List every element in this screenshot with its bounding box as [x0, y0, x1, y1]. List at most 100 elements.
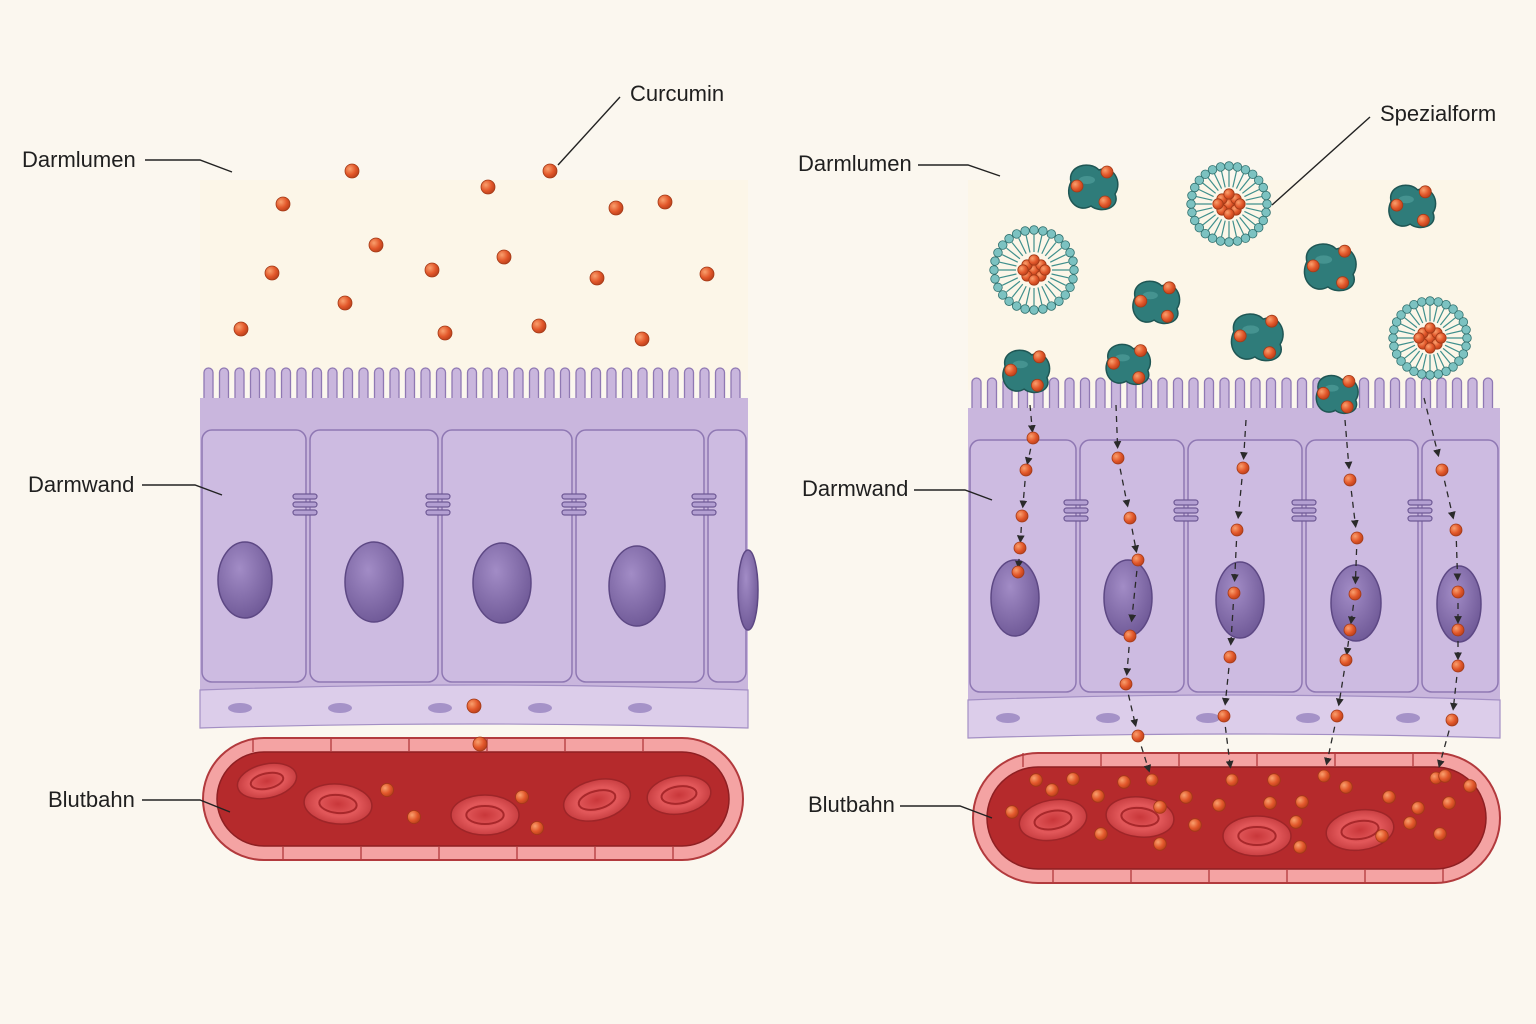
right-leader-blood: [900, 805, 993, 819]
absorption-pathway: [1317, 419, 1364, 783]
curcumin-molecule: [1442, 796, 1456, 810]
curcumin-molecule: [472, 736, 488, 752]
curcumin-molecule: [1005, 805, 1019, 819]
red-blood-cell: [303, 783, 373, 825]
curcumin-molecule: [1212, 198, 1224, 210]
membrane-nucleus: [996, 713, 1020, 723]
curcumin-molecule: [264, 265, 280, 281]
curcumin-molecule: [589, 270, 605, 286]
curcumin-molecule: [1134, 294, 1148, 308]
tight-junction: [691, 493, 717, 516]
curcumin-molecule: [1306, 259, 1320, 273]
curcumin-molecule: [368, 237, 384, 253]
curcumin-molecule: [1161, 309, 1174, 323]
curcumin-molecule: [337, 295, 353, 311]
curcumin-molecule: [634, 331, 650, 347]
nucleus: [344, 541, 404, 623]
curcumin-molecule: [1343, 473, 1357, 487]
curcumin-molecule: [1212, 798, 1226, 812]
curcumin-molecule: [344, 163, 360, 179]
membrane-nucleus: [428, 703, 452, 713]
micelle: [1388, 296, 1472, 380]
curcumin-molecule: [1070, 179, 1084, 193]
carrier-complex: [1315, 374, 1359, 414]
curcumin-molecule: [1223, 650, 1237, 664]
curcumin-molecule: [1107, 356, 1120, 370]
absorption-pathway: [1217, 419, 1250, 787]
curcumin-molecule: [1179, 790, 1193, 804]
curcumin-molecule: [1026, 431, 1040, 445]
curcumin-molecule: [1343, 623, 1357, 637]
curcumin-molecule: [1350, 531, 1364, 545]
curcumin-molecule: [530, 821, 544, 835]
curcumin-molecule: [466, 698, 482, 714]
curcumin-molecule: [1338, 244, 1352, 258]
micelle: [1186, 161, 1272, 247]
curcumin-molecule: [1234, 198, 1246, 210]
right-leader-spezialform: [1271, 116, 1371, 206]
curcumin-molecule: [1317, 386, 1330, 400]
curcumin-molecule: [1100, 165, 1114, 179]
right-label-wall: Darmwand: [802, 476, 908, 501]
curcumin-molecule: [1348, 587, 1362, 601]
curcumin-molecule: [1111, 451, 1125, 465]
curcumin-molecule: [275, 196, 291, 212]
tight-junction: [1173, 499, 1199, 522]
curcumin-molecule: [1145, 773, 1159, 787]
curcumin-molecule: [1236, 461, 1250, 475]
curcumin-molecule: [1339, 780, 1353, 794]
curcumin-molecule: [1433, 827, 1447, 841]
nucleus: [608, 545, 666, 627]
right-leader-lumen: [918, 164, 1001, 177]
curcumin-molecule: [1039, 264, 1051, 276]
left-label-wall: Darmwand: [28, 472, 134, 497]
membrane-nucleus: [1396, 713, 1420, 723]
curcumin-molecule: [1013, 541, 1027, 555]
curcumin-molecule: [657, 194, 673, 210]
membrane-nucleus: [1096, 713, 1120, 723]
curcumin-molecule: [1011, 565, 1025, 579]
curcumin-molecule: [1382, 790, 1396, 804]
curcumin-molecule: [531, 318, 547, 334]
curcumin-molecule: [1045, 783, 1059, 797]
tight-junction: [1063, 499, 1089, 522]
membrane-nucleus: [1196, 713, 1220, 723]
absorption-pathway: [1423, 397, 1465, 785]
carrier-complex: [1105, 343, 1152, 386]
red-blood-cell: [562, 778, 632, 822]
curcumin-molecule: [1375, 829, 1389, 843]
curcumin-molecule: [1162, 281, 1176, 295]
curcumin-molecule: [1188, 818, 1202, 832]
curcumin-molecule: [1403, 816, 1417, 830]
curcumin-molecule: [515, 790, 529, 804]
curcumin-molecule: [480, 179, 496, 195]
nucleus: [1215, 561, 1265, 639]
curcumin-molecule: [1445, 713, 1459, 727]
curcumin-molecule: [437, 325, 453, 341]
curcumin-molecule: [1153, 800, 1167, 814]
absorption-pathway: [1011, 404, 1040, 579]
curcumin-molecule: [1289, 815, 1303, 829]
nucleus: [472, 542, 532, 624]
curcumin-molecule: [1031, 378, 1044, 392]
curcumin-molecule: [1340, 400, 1354, 414]
left-leader-curcumin: [557, 96, 621, 166]
curcumin-molecule: [1317, 769, 1331, 783]
curcumin-molecule: [1435, 332, 1447, 344]
curcumin-molecule: [1225, 773, 1239, 787]
curcumin-molecule: [380, 783, 394, 797]
curcumin-molecule: [1390, 198, 1404, 212]
curcumin-molecule: [1217, 709, 1231, 723]
red-blood-cell: [236, 762, 298, 800]
membrane-nucleus: [328, 703, 352, 713]
curcumin-molecule: [1019, 463, 1033, 477]
curcumin-molecule: [699, 266, 715, 282]
curcumin-molecule: [496, 249, 512, 265]
left-label-curcumin: Curcumin: [630, 81, 724, 106]
right-panel: [967, 161, 1501, 884]
left-leader-wall: [142, 484, 223, 496]
curcumin-molecule: [1342, 374, 1356, 388]
curcumin-molecule: [1463, 779, 1477, 793]
curcumin-molecule: [1449, 523, 1463, 537]
